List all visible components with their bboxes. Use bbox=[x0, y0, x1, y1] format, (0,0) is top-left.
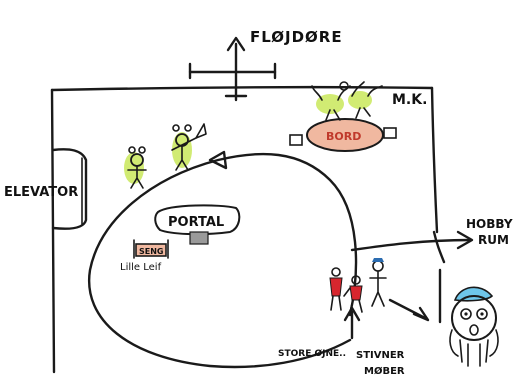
portal-label: PORTAL bbox=[168, 215, 224, 230]
hobby-room-label: RUM bbox=[478, 233, 509, 247]
double-door-symbol bbox=[190, 38, 275, 100]
north-door-label: FLØJDØRE bbox=[250, 28, 343, 46]
stiffening-label: STIVNER bbox=[356, 350, 405, 361]
little-leif-label: Lille Leif bbox=[120, 262, 162, 273]
aliens-left bbox=[124, 124, 206, 188]
furniture-label: MØBER bbox=[364, 365, 405, 377]
table-label: BORD bbox=[326, 130, 361, 143]
group-arrow bbox=[390, 300, 428, 320]
mk-label: M.K. bbox=[392, 92, 427, 108]
bed-label: SENG bbox=[139, 247, 164, 256]
scared-face bbox=[450, 287, 498, 366]
up-arrow bbox=[345, 308, 359, 338]
circular-path bbox=[89, 152, 356, 367]
three-figures bbox=[330, 258, 386, 312]
big-eyes-label: STORE ØJNE.. bbox=[278, 348, 346, 359]
hobby-label: HOBBY bbox=[466, 217, 513, 231]
elevator-label: ELEVATOR bbox=[4, 185, 78, 200]
hobby-arrow bbox=[352, 232, 472, 250]
